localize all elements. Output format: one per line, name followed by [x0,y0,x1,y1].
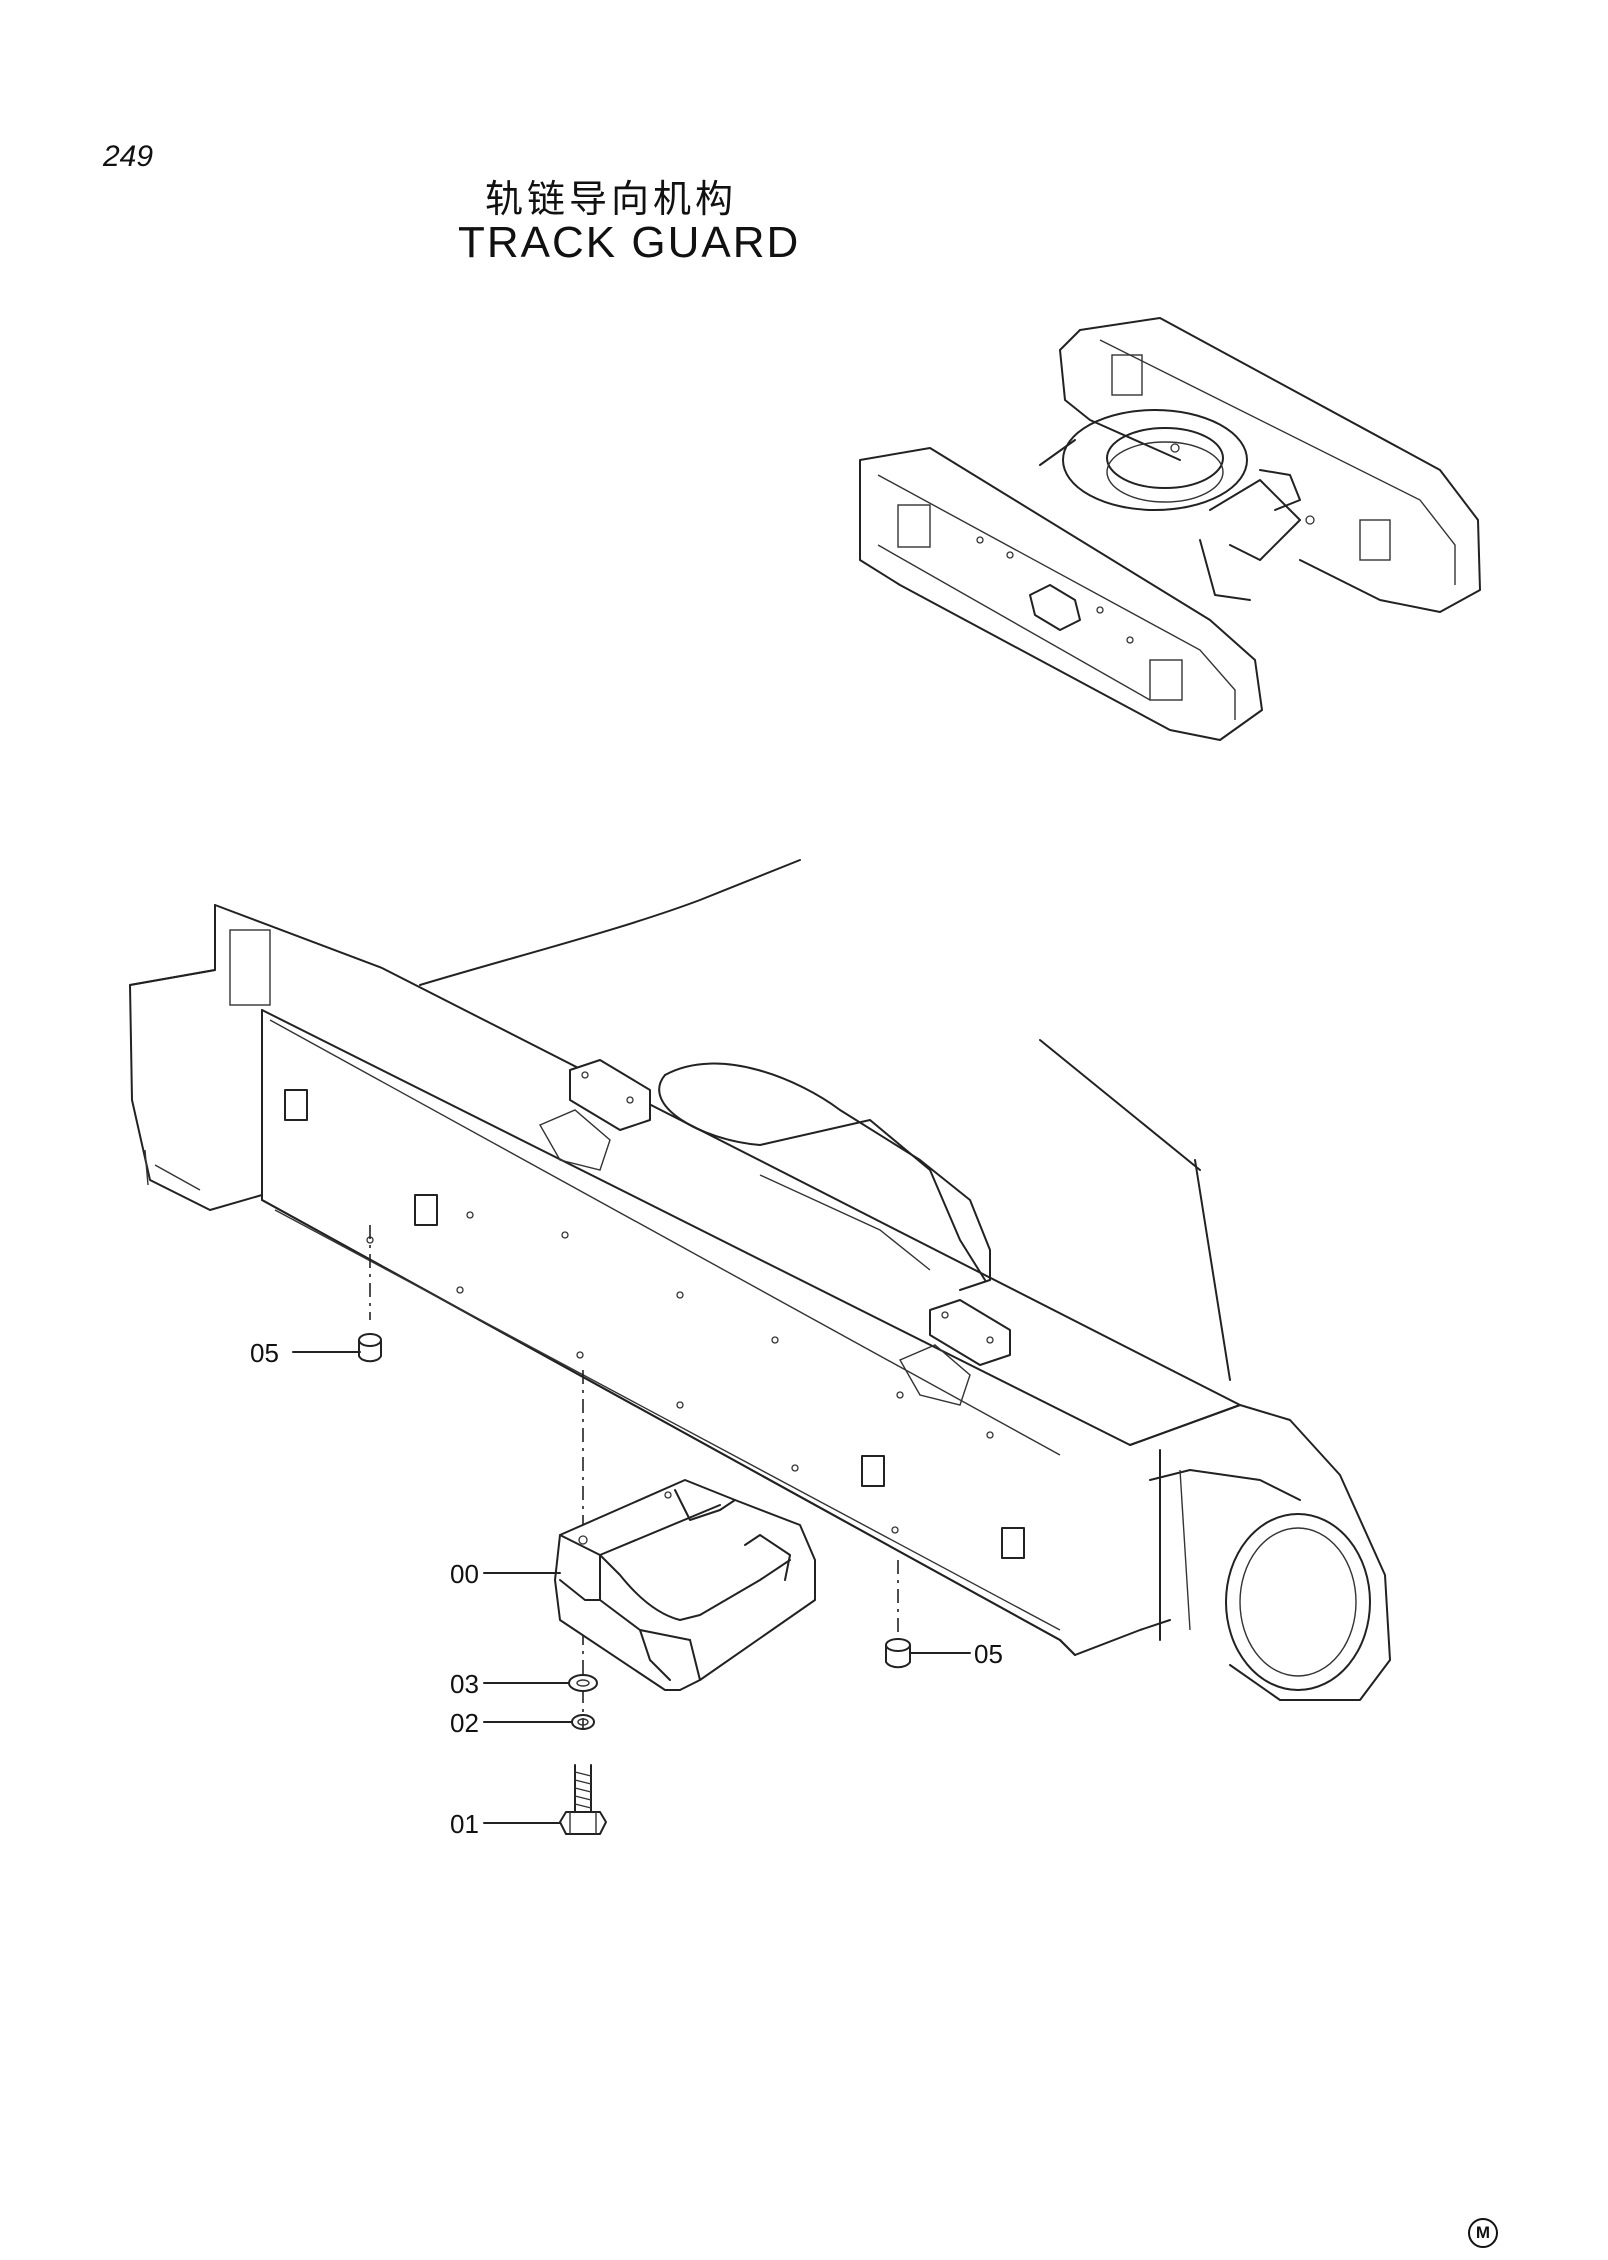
callout-00: 00 [450,1559,479,1589]
track-frame [129,859,1391,1701]
callout-05-right: 05 [974,1639,1003,1669]
plug-right-part [885,1638,911,1669]
title-english: TRACK GUARD [458,218,801,267]
undercarriage-overview [859,317,1481,741]
callout-03: 03 [450,1669,479,1699]
track-guard-part [554,1479,816,1691]
maker-mark: M [1468,2218,1498,2248]
plug-left-part [358,1333,382,1363]
callout-05-left: 05 [250,1338,279,1368]
callout-02: 02 [450,1708,479,1738]
washer-part [568,1674,598,1692]
callout-01: 01 [450,1809,479,1839]
bolt-part [559,1764,607,1835]
title-chinese: 轨链导向机构 [485,177,738,221]
page-number: 249 [103,140,154,173]
